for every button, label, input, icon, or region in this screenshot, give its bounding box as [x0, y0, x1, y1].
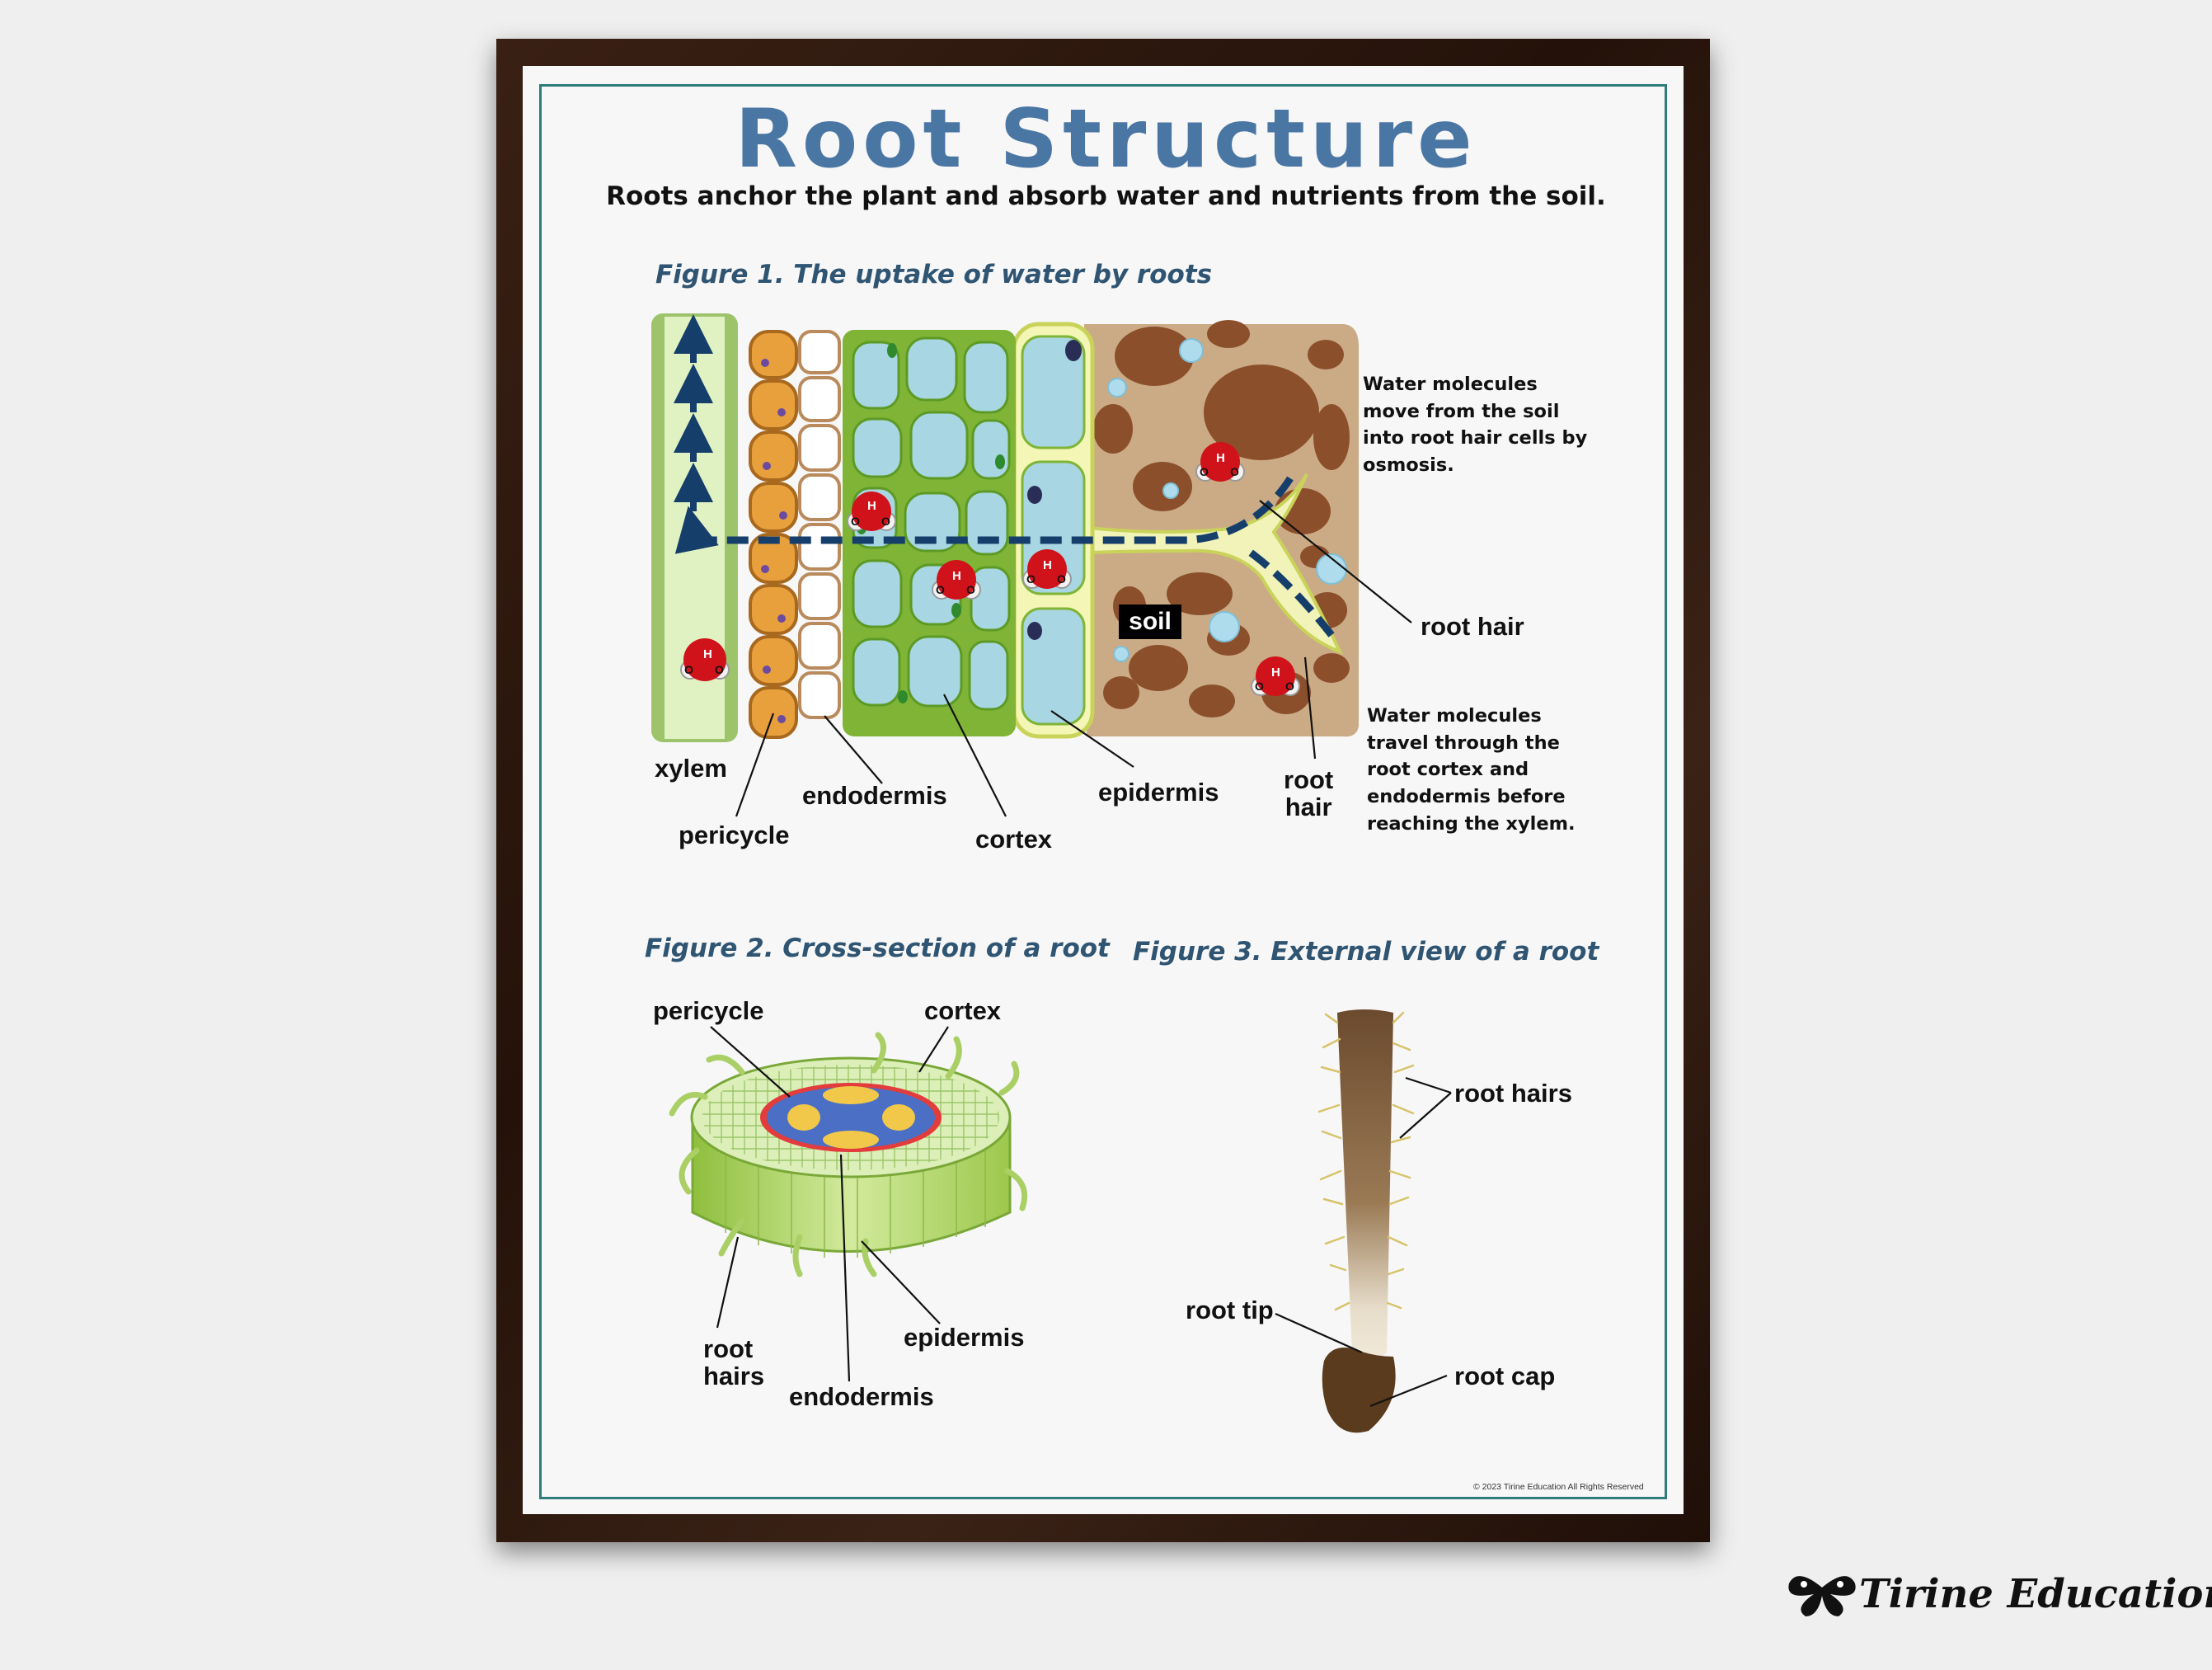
svg-text:O: O — [1026, 572, 1036, 586]
water-molecule: H O O — [1195, 442, 1245, 482]
cortex-label: cortex — [975, 825, 1053, 854]
osmosis-note: Water molecules move from the soil into … — [1363, 374, 1588, 476]
figure3-diagram — [1275, 1009, 1452, 1433]
svg-text:O: O — [881, 515, 890, 528]
svg-text:H: H — [867, 499, 876, 513]
figure2-diagram — [669, 1026, 1028, 1382]
figure2-caption: Figure 2. Cross-section of a root — [645, 934, 1110, 963]
water-molecule: H O O — [680, 638, 730, 681]
poster-title: Root Structure — [735, 92, 1477, 186]
epidermis-column — [1012, 322, 1095, 739]
cs-epidermis-label: epidermis — [904, 1323, 1025, 1352]
svg-text:O: O — [851, 515, 860, 528]
svg-text:O: O — [936, 583, 945, 596]
poster-inner-border — [539, 84, 1667, 1499]
svg-text:H: H — [952, 569, 961, 583]
brand-name: Tirine Education — [1859, 1571, 2212, 1617]
pericycle-column — [749, 330, 798, 739]
figure1-caption: Figure 1. The uptake of water by roots — [655, 260, 1213, 289]
svg-text:O: O — [1057, 572, 1066, 586]
svg-text:O: O — [966, 583, 975, 596]
svg-text:O: O — [1230, 465, 1239, 478]
figure1-diagram: H O O H O O H O O — [651, 313, 1412, 817]
figure2-leader-lines — [710, 1026, 949, 1382]
figure3-caption: Figure 3. External view of a root — [1133, 937, 1599, 967]
endodermis-label: endodermis — [802, 781, 947, 810]
butterfly-icon — [1788, 1576, 1856, 1616]
ext-root-tip-label: root tip — [1186, 1296, 1274, 1324]
water-molecule: H O O — [1022, 549, 1072, 589]
epidermis-label: epidermis — [1098, 778, 1219, 807]
root-hair-label: root hair — [1421, 612, 1524, 641]
poster-subtitle: Roots anchor the plant and absorb water … — [606, 181, 1606, 211]
water-molecule: H O O — [1251, 656, 1300, 696]
svg-text:O: O — [1200, 465, 1209, 478]
water-path-arrows — [674, 476, 1335, 637]
poster-mat — [523, 66, 1684, 1514]
soil-label: soil — [1119, 604, 1181, 639]
water-molecule: H O O — [847, 492, 896, 531]
xylem-label: xylem — [655, 754, 727, 783]
water-molecules: H O O H O O H O O — [680, 442, 1300, 696]
copyright-text: © 2023 Tirine Education All Rights Reser… — [1473, 1482, 1644, 1492]
cortex-path-note: Water molecules travel through the root … — [1367, 705, 1576, 835]
water-molecule: H O O — [932, 560, 981, 600]
svg-text:O: O — [684, 663, 693, 676]
svg-text:O: O — [715, 663, 724, 676]
ext-root-hairs-label: root hairs — [1454, 1079, 1572, 1108]
root-hairs-cross-section — [669, 1032, 1028, 1277]
svg-text:H: H — [1043, 558, 1052, 572]
external-root — [1322, 1009, 1396, 1433]
svg-text:H: H — [1271, 666, 1280, 680]
svg-text:H: H — [703, 647, 712, 661]
figure1-leader-lines — [735, 500, 1412, 817]
external-root-hairs — [1317, 1011, 1415, 1311]
svg-text:O: O — [1285, 680, 1294, 693]
cs-pericycle-label: pericycle — [653, 996, 764, 1025]
figure3-leader-lines — [1275, 1076, 1452, 1408]
svg-text:O: O — [1255, 680, 1264, 693]
pericycle-label: pericycle — [679, 821, 790, 849]
cs-cortex-label: cortex — [924, 996, 1002, 1025]
root-cylinder — [690, 1056, 1012, 1258]
ext-root-cap-label: root cap — [1454, 1362, 1556, 1390]
endodermis-column — [798, 330, 841, 719]
cortex-block — [843, 330, 1016, 736]
svg-text:H: H — [1216, 451, 1225, 465]
cs-endodermis-label: endodermis — [789, 1382, 934, 1411]
